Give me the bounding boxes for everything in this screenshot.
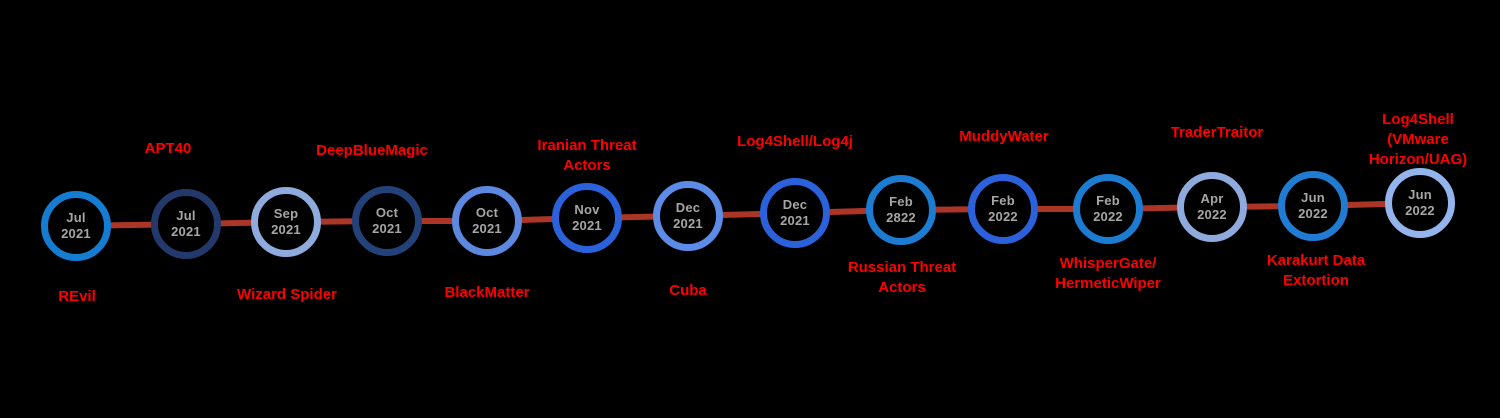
- node-date-year: 2021: [372, 221, 402, 236]
- node-date-month: Jul: [176, 208, 196, 223]
- event-label: Karakurt Data Extortion: [1266, 252, 1366, 289]
- node-date-year: 2021: [271, 222, 301, 237]
- node-date-year: 2021: [61, 226, 91, 241]
- node-date-month: Apr: [1200, 191, 1224, 206]
- node-date-month: Feb: [889, 194, 913, 209]
- event-label: BlackMatter: [444, 284, 530, 301]
- node-date-month: Feb: [991, 193, 1015, 208]
- event-label: Russian Threat Actors: [847, 259, 957, 296]
- node-date-year: 2022: [988, 209, 1018, 224]
- node-date-month: Feb: [1096, 193, 1120, 208]
- timeline-connector: [1003, 206, 1108, 212]
- event-label: Log4Shell (VMware Horizon/UAG): [1368, 111, 1468, 168]
- event-label: Iranian Threat Actors: [537, 137, 637, 174]
- timeline-connector: [387, 218, 487, 224]
- node-date-month: Sep: [273, 206, 299, 221]
- node-date-year: 2022: [1093, 209, 1123, 224]
- event-label: REvil: [58, 288, 96, 305]
- node-date-month: Jul: [66, 210, 86, 225]
- node-date-month: Jun: [1408, 187, 1432, 202]
- node-date-year: 2021: [780, 213, 810, 228]
- node-date-year: 2022: [1197, 207, 1227, 222]
- event-label: TraderTraitor: [1170, 124, 1264, 141]
- node-date-month: Jun: [1301, 190, 1325, 205]
- event-label: Cuba: [669, 282, 707, 299]
- event-label: DeepBlueMagic: [316, 142, 428, 159]
- event-label: APT40: [144, 140, 192, 157]
- event-label: Wizard Spider: [237, 286, 337, 303]
- node-date-month: Oct: [475, 205, 499, 220]
- node-date-year: 2022: [1405, 203, 1435, 218]
- node-date-year: 2021: [673, 216, 703, 231]
- node-date-year: 2022: [1298, 206, 1328, 221]
- node-date-year: 2822: [886, 210, 916, 225]
- node-date-month: Nov: [574, 202, 600, 217]
- event-label: WhisperGate/ HermeticWiper: [1055, 255, 1161, 292]
- node-date-year: 2021: [472, 221, 502, 236]
- node-date-month: Oct: [375, 205, 399, 220]
- node-date-month: Dec: [782, 197, 808, 212]
- node-date-month: Dec: [675, 200, 701, 215]
- event-label: MuddyWater: [959, 128, 1049, 145]
- node-date-year: 2021: [171, 224, 201, 239]
- event-label: Log4Shell/Log4j: [737, 133, 853, 150]
- node-date-year: 2021: [572, 218, 602, 233]
